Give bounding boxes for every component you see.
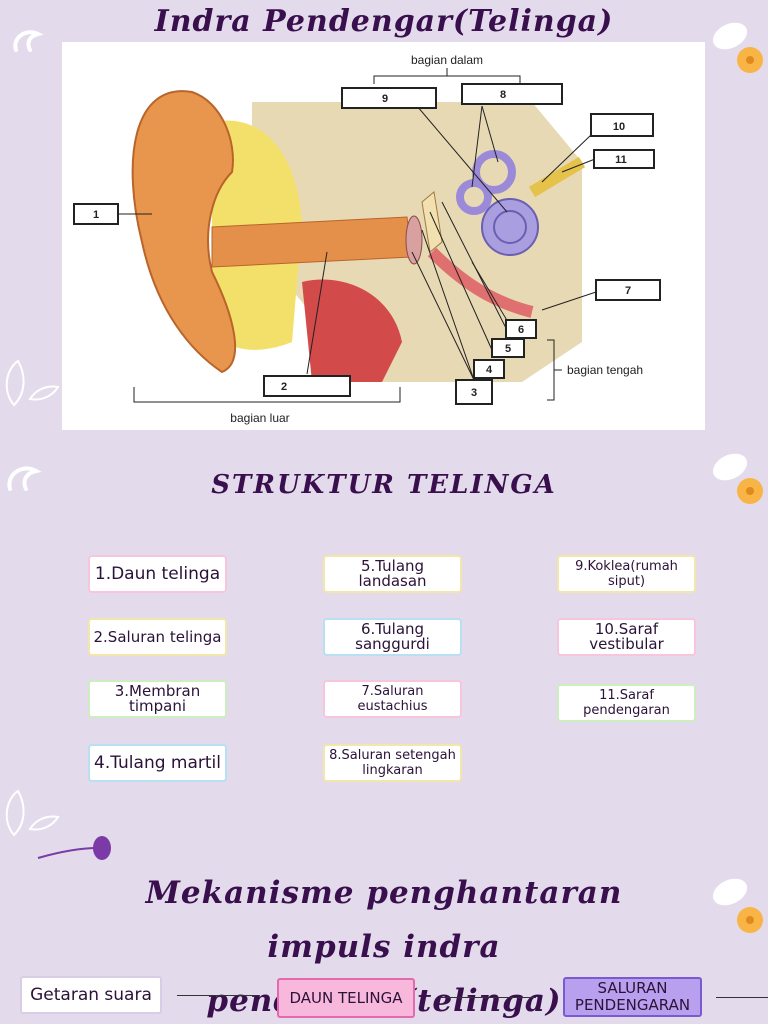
diagram-label: 9: [382, 93, 388, 105]
structure-item: 6.Tulang sanggurdi: [323, 618, 462, 656]
outer-ear-shape: [131, 90, 236, 374]
structure-item: 3.Membran timpani: [88, 680, 227, 718]
purple-flower-decoration-icon: [37, 836, 111, 860]
structure-item: 1.Daun telinga: [88, 555, 227, 593]
structure-item: 9.Koklea(rumah siput): [557, 555, 696, 593]
leaf-decoration-icon: [13, 30, 44, 52]
ear-diagram: bagian dalam bagian luar bagian tengah 1…: [62, 42, 705, 430]
cochlea-shape: [481, 198, 539, 256]
diagram-label: 7: [625, 285, 631, 297]
caption-inner: bagian dalam: [411, 53, 483, 67]
structure-item: 11.Saraf pendengaran: [557, 684, 696, 722]
diagram-label: 5: [505, 343, 511, 355]
structure-item: 5.Tulang landasan: [323, 555, 462, 593]
caption-outer: bagian luar: [230, 411, 289, 425]
flow-step: SALURAN PENDENGARAN: [563, 977, 702, 1017]
flow-step: DAUN TELINGA: [277, 978, 415, 1018]
semicircular-shape: [472, 150, 516, 194]
flow-connector: [716, 997, 768, 998]
structure-item: 10.Saraf vestibular: [557, 618, 696, 656]
structure-item: 8.Saluran setengah lingkaran: [323, 744, 462, 782]
flower-decoration-icon: [712, 878, 763, 933]
diagram-label: 2: [281, 381, 287, 393]
diagram-label: 11: [615, 154, 627, 166]
leaf-decoration-icon: [5, 359, 60, 407]
semicircular-shape: [456, 179, 492, 215]
diagram-label: 4: [486, 364, 493, 376]
flower-decoration-icon: [712, 22, 763, 73]
leaf-decoration-icon: [7, 466, 42, 491]
eustachian-shape: [427, 247, 534, 318]
diagram-label: 3: [471, 387, 477, 399]
eardrum-shape: [405, 215, 423, 265]
structure-title: STRUKTUR TELINGA: [211, 470, 557, 500]
ossicles-shape: [421, 191, 443, 253]
leaf-decoration-icon: [5, 789, 60, 837]
caption-middle: bagian tengah: [567, 363, 643, 377]
structure-item: 4.Tulang martil: [88, 744, 227, 782]
page-title: Indra Pendengar(Telinga): [154, 4, 614, 39]
flow-connector: [177, 995, 259, 996]
flow-connector: [440, 997, 536, 998]
diagram-label: 8: [500, 89, 506, 101]
diagram-label: 6: [518, 324, 524, 336]
cochlea-spiral-shape: [493, 210, 527, 244]
structure-item: 2.Saluran telinga: [88, 618, 227, 656]
muscle-tissue: [302, 279, 402, 382]
ear-anatomy-figure: bagian dalam bagian luar bagian tengah 1…: [73, 53, 661, 425]
diagram-label: 10: [613, 121, 625, 133]
structure-item: 7.Saluran eustachius: [323, 680, 462, 718]
diagram-label: 1: [93, 209, 99, 221]
flower-decoration-icon: [712, 453, 763, 504]
flow-step: Getaran suara: [20, 976, 162, 1014]
